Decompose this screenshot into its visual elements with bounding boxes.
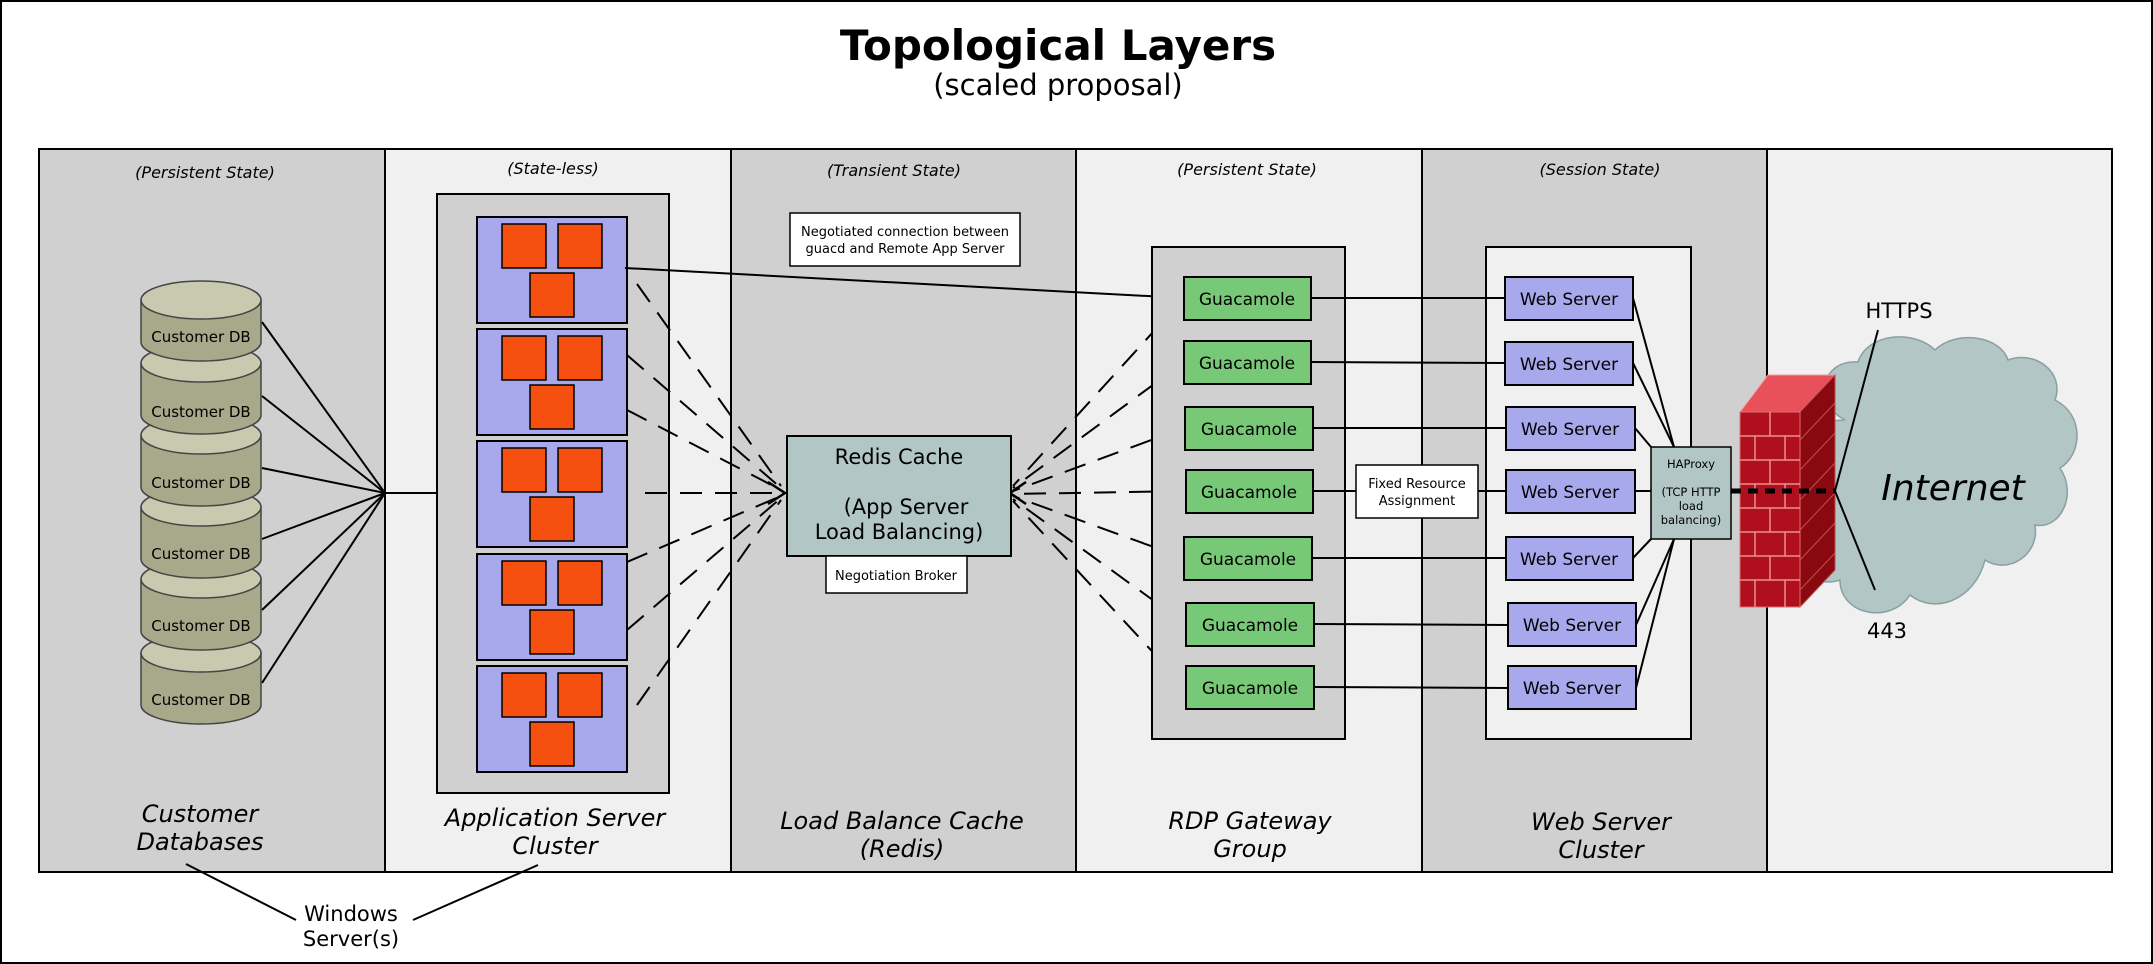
- negotiated-note-line2: guacd and Remote App Server: [805, 242, 1005, 257]
- negotiated-connection-line: [624, 267, 1185, 299]
- app-server-icon: [476, 665, 628, 773]
- windows-servers-label: Windows: [304, 902, 398, 926]
- gateway-node: [1183, 536, 1313, 581]
- web-server-label: Web Server: [1523, 679, 1621, 699]
- app-server-icon: [476, 440, 628, 548]
- web-server-node: [1507, 602, 1637, 647]
- haproxy-title: HAProxy: [1667, 457, 1715, 471]
- gateway-node: [1185, 469, 1314, 514]
- windows-servers-label: Server(s): [303, 927, 399, 951]
- redis-cache-box: [786, 435, 1012, 557]
- layer-label-line2: Group: [1213, 835, 1287, 863]
- database-label: Customer DB: [151, 691, 250, 709]
- web-server-node: [1505, 536, 1634, 581]
- firewall-icon: [1738, 373, 1837, 609]
- layer-label-line2: Cluster: [512, 832, 599, 860]
- layer-label-line2: Databases: [136, 828, 263, 856]
- app-server-icon: [476, 216, 628, 324]
- layer-label-line1: Web Server: [1531, 808, 1673, 836]
- database-stack: Customer DB Customer DB Customer DB Cust…: [140, 280, 262, 725]
- windows-server-connector: [185, 863, 297, 921]
- redis-detail-line2: Load Balancing): [815, 520, 984, 544]
- web-server-node: [1505, 406, 1636, 451]
- fixed-resource-line2: Assignment: [1379, 494, 1456, 509]
- gateway-nodes: Guacamole Guacamole Guacamole Guacamole …: [1183, 276, 1315, 710]
- https-pointer: [1834, 329, 1879, 492]
- gateway-to-webserver-links: [1310, 297, 1509, 689]
- layer-state-label: (State-less): [507, 159, 599, 178]
- database-label: Customer DB: [151, 403, 250, 421]
- arrowhead: [767, 480, 788, 506]
- web-server-label: Web Server: [1520, 290, 1618, 310]
- gateway-node: [1185, 602, 1315, 647]
- web-server-node: [1504, 276, 1634, 321]
- negotiated-connection-note: [789, 212, 1021, 267]
- port-label: 443: [1867, 619, 1907, 643]
- database-icon: Customer DB: [140, 280, 262, 362]
- database-label: Customer DB: [151, 328, 250, 346]
- layer-label-line1: Customer: [142, 800, 261, 828]
- app-to-redis-links: [626, 283, 782, 706]
- port-pointer: [1834, 490, 1876, 591]
- app-server-icon: [476, 328, 628, 436]
- internet-label: Internet: [1881, 468, 2026, 509]
- page-subtitle: (scaled proposal): [933, 68, 1183, 102]
- app-server-group: [476, 216, 628, 773]
- redis-title: Redis Cache: [835, 445, 964, 469]
- gateway-node: [1183, 276, 1312, 321]
- haproxy-box: [1650, 446, 1732, 540]
- layer-label-line1: RDP Gateway: [1168, 807, 1332, 835]
- gateway-label: Guacamole: [1199, 290, 1295, 310]
- fixed-resource-note: [1355, 464, 1479, 519]
- gateway-label: Guacamole: [1201, 420, 1297, 440]
- gateway-label: Guacamole: [1199, 354, 1295, 374]
- https-label: HTTPS: [1865, 299, 1932, 323]
- negotiation-broker-box: [825, 555, 968, 594]
- database-icon: Customer DB: [140, 559, 262, 651]
- haproxy-detail: (TCP HTTP: [1662, 485, 1721, 499]
- gateway-node: [1185, 665, 1315, 710]
- windows-server-connector: [412, 864, 539, 921]
- layer-state-label: (Transient State): [827, 161, 961, 180]
- database-label: Customer DB: [151, 474, 250, 492]
- gateway-label: Guacamole: [1201, 483, 1297, 503]
- layer-state-label: (Session State): [1540, 160, 1661, 179]
- web-server-node: [1505, 469, 1636, 514]
- gateway-label: Guacamole: [1202, 616, 1298, 636]
- web-server-node: [1507, 665, 1637, 710]
- redis-detail-line1: (App Server: [844, 495, 969, 519]
- web-server-label: Web Server: [1520, 355, 1618, 375]
- web-server-node: [1504, 341, 1634, 386]
- layer-label-line2: (Redis): [860, 835, 945, 863]
- layer-state-label: (Persistent State): [1177, 160, 1317, 179]
- gateway-label: Guacamole: [1202, 679, 1298, 699]
- fixed-resource-line1: Fixed Resource: [1368, 477, 1465, 492]
- web-server-label: Web Server: [1521, 483, 1619, 503]
- webserver-to-haproxy-links: [1632, 297, 1675, 689]
- negotiation-broker-label: Negotiation Broker: [835, 569, 958, 584]
- layer-state-label: (Persistent State): [135, 163, 275, 182]
- web-server-nodes: Web Server Web Server Web Server Web Ser…: [1504, 276, 1637, 710]
- database-links: [261, 321, 437, 684]
- web-server-label: Web Server: [1523, 616, 1621, 636]
- haproxy-detail: load: [1679, 499, 1704, 513]
- layer-label-line2: Cluster: [1558, 836, 1645, 864]
- negotiated-note-line1: Negotiated connection between: [801, 225, 1009, 240]
- gateway-label: Guacamole: [1200, 550, 1296, 570]
- page-title: Topological Layers: [840, 21, 1276, 70]
- web-server-label: Web Server: [1520, 550, 1618, 570]
- gateway-node: [1183, 340, 1312, 385]
- app-server-icon: [476, 553, 628, 661]
- layer-label-line1: Application Server: [443, 804, 668, 832]
- layer-label-line1: Load Balance Cache: [780, 807, 1024, 835]
- web-server-label: Web Server: [1521, 420, 1619, 440]
- database-label: Customer DB: [151, 617, 250, 635]
- haproxy-detail: balancing): [1661, 513, 1721, 527]
- database-label: Customer DB: [151, 545, 250, 563]
- gateway-node: [1184, 406, 1314, 451]
